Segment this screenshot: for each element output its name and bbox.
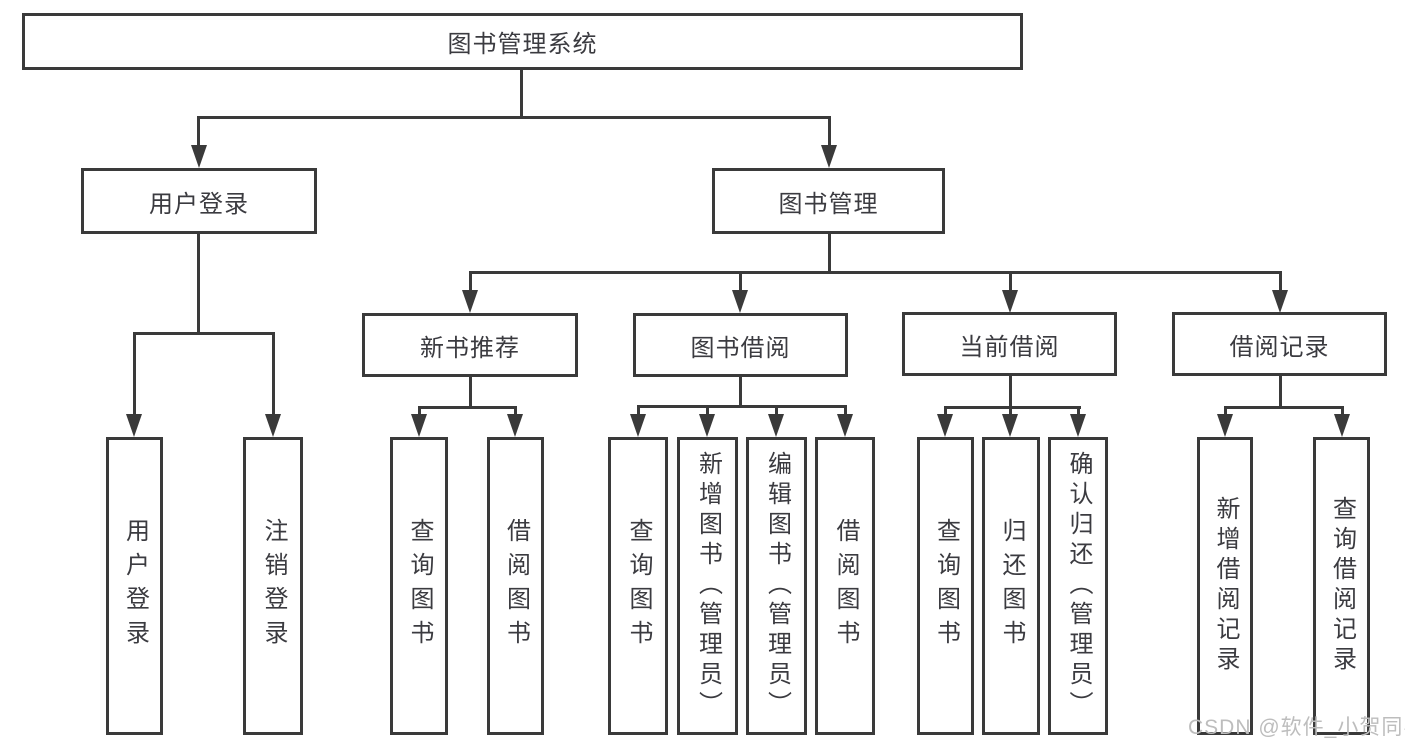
- connector-drop-leaf: [775, 405, 778, 417]
- node-current-borrow: 当前借阅: [902, 312, 1117, 376]
- node-user-login: 用户登录: [81, 168, 317, 234]
- leaf-borrow-books: 借阅图书: [815, 437, 875, 735]
- arrow-down-icon: [507, 414, 523, 437]
- connector-book-borrow-split: [637, 405, 847, 408]
- connector-drop-leaf: [418, 406, 421, 418]
- connector-root-split: [198, 116, 831, 119]
- arrow-down-icon: [1002, 414, 1018, 437]
- connector-book-management-split: [469, 271, 1282, 274]
- node-borrow-records-label: 借阅记录: [1229, 333, 1330, 361]
- arrow-down-icon: [191, 145, 207, 168]
- connector-drop-leaf: [1341, 406, 1344, 418]
- arrow-down-icon: [126, 414, 142, 437]
- arrow-down-icon: [937, 414, 953, 437]
- leaf-user-login: 用户登录: [106, 437, 163, 735]
- leaf-query-books-borrow: 查询图书: [608, 437, 668, 735]
- connector-new-book-split: [418, 406, 517, 409]
- arrow-down-icon: [1070, 414, 1086, 437]
- leaf-return-books: 归还图书: [982, 437, 1040, 735]
- connector-book-management-stub: [828, 234, 831, 274]
- connector-borrow-records-split: [1224, 406, 1344, 409]
- node-root-label: 图书管理系统: [447, 31, 598, 58]
- connector-drop-leaf: [272, 332, 275, 417]
- connector-drop-module: [1009, 271, 1012, 293]
- arrow-down-icon: [732, 290, 748, 313]
- arrow-down-icon: [1272, 290, 1288, 313]
- node-book-management-label: 图书管理: [778, 190, 879, 218]
- arrow-down-icon: [1217, 414, 1233, 437]
- connector-drop-leaf: [844, 405, 847, 417]
- node-book-management: 图书管理: [712, 168, 945, 234]
- leaf-confirm-return-admin: 确认归还（管理员）: [1048, 437, 1108, 735]
- node-current-borrow-label: 当前借阅: [959, 333, 1060, 361]
- connector-drop-user-login: [197, 116, 200, 148]
- connector-current-borrow-stub: [1009, 376, 1012, 409]
- node-book-borrow: 图书借阅: [633, 313, 848, 377]
- leaf-edit-book-admin: 编辑图书（管理员）: [746, 437, 807, 735]
- connector-drop-book-management: [828, 116, 831, 148]
- connector-drop-module: [1279, 271, 1282, 293]
- arrow-down-icon: [821, 145, 837, 168]
- node-root: 图书管理系统: [22, 13, 1023, 70]
- connector-new-book-stub: [469, 377, 472, 409]
- connector-borrow-records-stub: [1279, 376, 1282, 409]
- leaf-query-books-recommend: 查询图书: [390, 437, 448, 735]
- node-user-login-label: 用户登录: [149, 190, 249, 218]
- connector-root-stub: [520, 69, 523, 117]
- connector-drop-module: [739, 271, 742, 293]
- connector-drop-leaf: [944, 406, 947, 418]
- node-borrow-records: 借阅记录: [1172, 312, 1387, 376]
- arrow-down-icon: [462, 290, 478, 313]
- arrow-down-icon: [768, 414, 784, 437]
- arrow-down-icon: [265, 414, 281, 437]
- arrow-down-icon: [630, 414, 646, 437]
- connector-user-login-split: [133, 332, 275, 335]
- connector-drop-module: [469, 271, 472, 293]
- node-book-borrow-label: 图书借阅: [690, 334, 791, 362]
- connector-user-login-stub: [197, 234, 200, 334]
- connector-drop-leaf: [637, 405, 640, 417]
- leaf-logout: 注销登录: [243, 437, 303, 735]
- connector-drop-leaf: [706, 405, 709, 417]
- arrow-down-icon: [1334, 414, 1350, 437]
- connector-drop-leaf: [1077, 406, 1080, 418]
- leaf-add-book-admin: 新增图书（管理员）: [677, 437, 738, 735]
- leaf-query-books-current: 查询图书: [917, 437, 974, 735]
- connector-current-borrow-split: [944, 406, 1081, 409]
- node-new-book-recommend-label: 新书推荐: [420, 334, 520, 362]
- connector-drop-leaf: [1009, 406, 1012, 418]
- connector-drop-leaf: [133, 332, 136, 417]
- node-new-book-recommend: 新书推荐: [362, 313, 578, 377]
- leaf-borrow-books-recommend: 借阅图书: [487, 437, 544, 735]
- arrow-down-icon: [1002, 290, 1018, 313]
- leaf-add-borrow-record: 新增借阅记录: [1197, 437, 1253, 735]
- arrow-down-icon: [837, 414, 853, 437]
- connector-drop-leaf: [1224, 406, 1227, 418]
- leaf-query-borrow-record: 查询借阅记录: [1313, 437, 1370, 735]
- connector-book-borrow-stub: [739, 377, 742, 408]
- connector-drop-leaf: [514, 406, 517, 418]
- arrow-down-icon: [411, 414, 427, 437]
- csdn-watermark: CSDN @软件_小贺同学: [1188, 716, 1405, 739]
- arrow-down-icon: [699, 414, 715, 437]
